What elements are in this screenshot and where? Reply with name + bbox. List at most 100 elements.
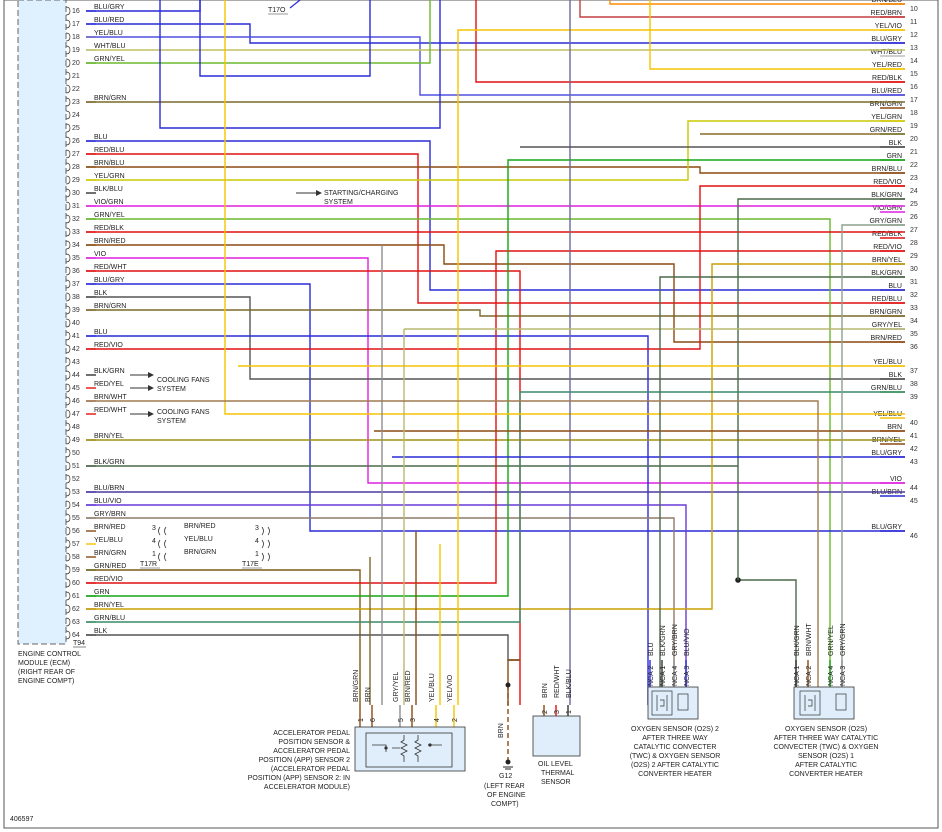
right-pin-number: 40 [910,420,918,427]
right-wire-label: WHT/BLU [871,49,903,56]
o2s-caption-line: SENSOR (O2S) 1 [798,753,854,760]
inline-wire-2: YEL/BLU [184,536,213,543]
app-sensor-node-2 [428,743,432,747]
right-pin-number: 10 [910,6,918,13]
cooling-fans-2-arrowhead [148,411,154,417]
oil-caption-1: OIL LEVEL [538,761,573,768]
ecm-pin-symbol [65,45,71,55]
ecm-pin-symbol [65,591,71,601]
right-pin-number: 20 [910,136,918,143]
ecm-left-pin-number: 34 [72,242,80,249]
ecm-pin-symbol [65,292,71,302]
ecm-left-pin-number: 16 [72,8,80,15]
ecm-name-line-4: ENGINE COMPT) [18,678,74,685]
ecm-left-wire-label: BLK [94,290,108,297]
ecm-pin-symbol [65,526,71,536]
wire-blk-64 [86,634,520,661]
right-pin-number: 17 [910,97,918,104]
right-wire-label: RED/BLU [872,296,902,303]
ecm-pin-symbol [65,578,71,588]
right-pin-number: 35 [910,331,918,338]
right-wire-label: GRN/RED [870,127,902,134]
ground-caption-2: OF ENGINE [487,792,526,799]
ecm-left-wire-label: RED/BLU [94,147,124,154]
ecm-left-pin-number: 29 [72,177,80,184]
ecm-pin-symbol [65,344,71,354]
oil-pin-wire-label: BRN [542,683,549,698]
ecm-left-wire-label: BRN/GRN [94,550,126,557]
ecm-pin-symbol [65,175,71,185]
right-pin-number: 45 [910,498,918,505]
wire-grn-yel-20 [86,0,431,64]
oil-caption-2: THERMAL [541,770,575,777]
right-pin-number: 32 [910,292,918,299]
ecm-left-wire-label: RED/VIO [94,576,123,583]
ecm-pin-symbol [65,6,71,16]
ecm-left-wire-label: RED/YEL [94,381,124,388]
ecm-left-pin-number: 47 [72,411,80,418]
right-wire-label: BLK/GRN [871,192,902,199]
cooling-fans-2-line-2: SYSTEM [157,418,186,425]
right-wire-label: GRN [886,153,902,160]
wire-blk-grn-o2s2 [659,276,905,705]
o2s-pin-wire-label: BLU/VIO [684,628,691,656]
o2s2-body [647,686,699,720]
ecm-left-wire-label: YEL/GRN [94,173,125,180]
oil-pin-wire-label: RED/WHT [554,665,561,698]
right-pin-number: 30 [910,266,918,273]
inline-wire-3: BRN/GRN [184,549,216,556]
app-pin-number: 2 [452,718,459,722]
ecm-pin-symbol [65,240,71,250]
ground-dot-top [505,682,511,688]
wire-yel-vert [224,0,905,415]
right-pin-number: 34 [910,318,918,325]
ecm-left-pin-number: 37 [72,281,80,288]
wire-red-blu-27 [86,153,905,304]
ecm-pin-symbol [65,474,71,484]
ecm-pin-symbol [65,123,71,133]
app-caption-line: POSITION (APP) SENSOR 2 [259,757,351,764]
right-wire-label: BLK [889,372,903,379]
ecm-left-pin-number: 52 [72,476,80,483]
ecm-pin-symbol [65,396,71,406]
ecm-left-wire-label: RED/VIO [94,342,123,349]
ecm-pin-symbol [65,279,71,289]
o2s-pin-wire-label: BRN/WHT [806,623,813,656]
inline-connector-left-symbols [158,526,167,562]
right-pin-number: 28 [910,240,918,247]
ecm-pin-symbol [65,383,71,393]
right-wire-label: BLK/GRN [871,270,902,277]
wire-grn-yel-32 [86,218,831,625]
ecm-connector-label: T94 [73,640,85,647]
ecm-pin-symbol [65,331,71,341]
o2s1-heater [835,693,847,711]
ground-name: G12 [499,773,512,780]
wire-yel-vio-12 [457,29,905,705]
ecm-pin-symbol [65,266,71,276]
ecm-left-wire-label: GRN/YEL [94,56,125,63]
wire-brn-grn-39 [86,309,905,317]
o2s-pin-number: NCA 4 [672,666,679,686]
ecm-left-pin-number: 27 [72,151,80,158]
ecm-left-wire-label: BRN/YEL [94,602,124,609]
ecm-left-pin-number: 56 [72,528,80,535]
wire-blk-38 [86,296,905,380]
right-wire-label: RED/BLK [872,231,902,238]
right-pin-number: 13 [910,45,918,52]
wire-gry-grn-o2s1 [841,224,905,705]
ecm-left-wire-label: RED/WHT [94,407,127,414]
ecm-left-pin-number: 57 [72,541,80,548]
right-wire-label: BLU/GRY [871,524,902,531]
right-wire-label: BRN/BLU [872,0,902,4]
ecm-left-wire-label: BLU/GRY [94,4,125,11]
o2s-pin-wire-label: GRY/BRN [672,624,679,656]
ecm-pin-symbol [65,448,71,458]
o2s-pin-number: NCA 4 [828,666,835,686]
o2s-caption-line: OXYGEN SENSOR (O2S) 2 [631,726,719,733]
ecm-left-wire-label: BLU/RED [94,17,124,24]
